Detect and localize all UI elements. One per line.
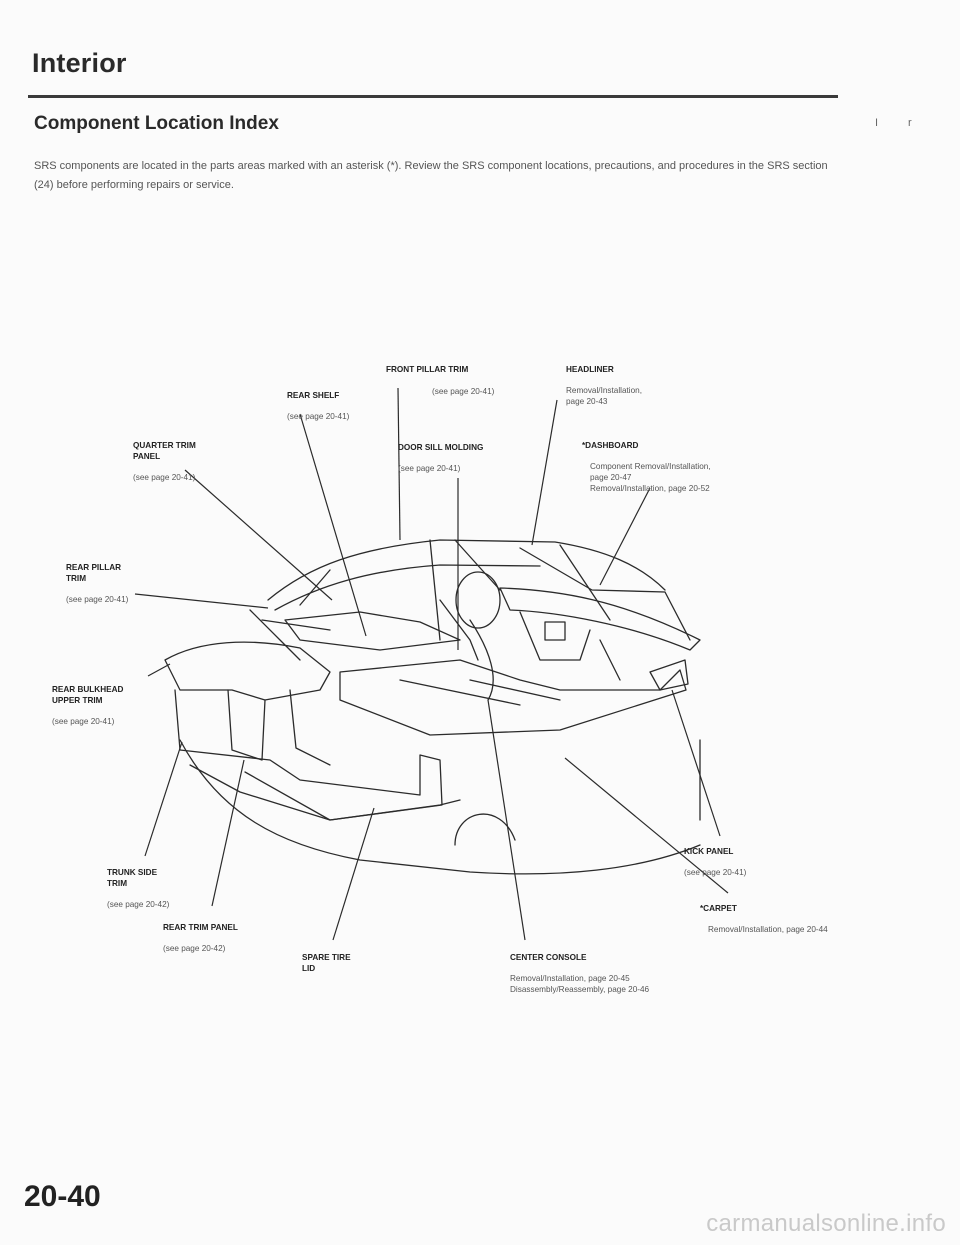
page-number: 20-40 — [24, 1180, 101, 1214]
callout-rear-shelf: REAR SHELF (see page 20-41) — [287, 380, 349, 434]
callout-name: TRUNK SIDE TRIM — [107, 868, 169, 890]
callout-name: REAR BULKHEAD UPPER TRIM — [52, 685, 123, 707]
callout-kick-panel: KICK PANEL (see page 20-41) — [684, 836, 746, 890]
callout-quarter-trim-panel: QUARTER TRIM PANEL (see page 20-41) — [133, 430, 196, 495]
callout-name: FRONT PILLAR TRIM — [386, 365, 468, 376]
callout-name: QUARTER TRIM PANEL — [133, 441, 196, 463]
callout-detail: (see page 20-41) — [52, 717, 123, 728]
watermark-text: carmanualsonline.info — [706, 1210, 946, 1238]
callout-name: CENTER CONSOLE — [510, 953, 649, 964]
callout-name: HEADLINER — [566, 365, 642, 376]
callout-name: SPARE TIRE LID — [302, 953, 351, 975]
callout-name: REAR SHELF — [287, 391, 349, 402]
callout-spare-tire-lid: SPARE TIRE LID — [302, 942, 351, 985]
callout-center-console: CENTER CONSOLE Removal/Installation, pag… — [510, 942, 649, 1007]
callout-rear-trim-panel: REAR TRIM PANEL (see page 20-42) — [163, 912, 238, 966]
callout-detail: (see page 20-41) — [432, 387, 494, 398]
callout-headliner: HEADLINER Removal/Installation, page 20-… — [566, 354, 642, 419]
callout-name: KICK PANEL — [684, 847, 746, 858]
callout-name: *CARPET — [700, 904, 828, 915]
callout-rear-bulkhead-upper-trim: REAR BULKHEAD UPPER TRIM (see page 20-41… — [52, 674, 123, 739]
callout-rear-pillar-trim: REAR PILLAR TRIM (see page 20-41) — [66, 552, 128, 617]
callout-name: REAR PILLAR TRIM — [66, 563, 128, 585]
callout-trunk-side-trim: TRUNK SIDE TRIM (see page 20-42) — [107, 857, 169, 922]
callout-detail: Removal/Installation, page 20-44 — [700, 925, 828, 936]
callout-detail: (see page 20-42) — [107, 900, 169, 911]
callout-door-sill-molding: DOOR SILL MOLDING (see page 20-41) — [398, 432, 483, 486]
callout-name: REAR TRIM PANEL — [163, 923, 238, 934]
callout-front-pillar-ref: (see page 20-41) — [432, 376, 494, 408]
callout-carpet: *CARPET Removal/Installation, page 20-44 — [700, 893, 828, 947]
callout-dashboard: *DASHBOARD Component Removal/Installatio… — [582, 430, 711, 506]
callout-name: DOOR SILL MOLDING — [398, 443, 483, 454]
callout-detail: (see page 20-41) — [66, 595, 128, 606]
callout-detail: Component Removal/Installation, page 20-… — [582, 462, 711, 494]
callout-detail: Removal/Installation, page 20-45 Disasse… — [510, 974, 649, 996]
callout-detail: (see page 20-41) — [398, 464, 483, 475]
callout-detail: (see page 20-41) — [133, 473, 196, 484]
callout-detail: (see page 20-42) — [163, 944, 238, 955]
callout-name: *DASHBOARD — [582, 441, 711, 452]
callout-detail: (see page 20-41) — [287, 412, 349, 423]
callout-detail: Removal/Installation, page 20-43 — [566, 386, 642, 408]
callout-detail: (see page 20-41) — [684, 868, 746, 879]
